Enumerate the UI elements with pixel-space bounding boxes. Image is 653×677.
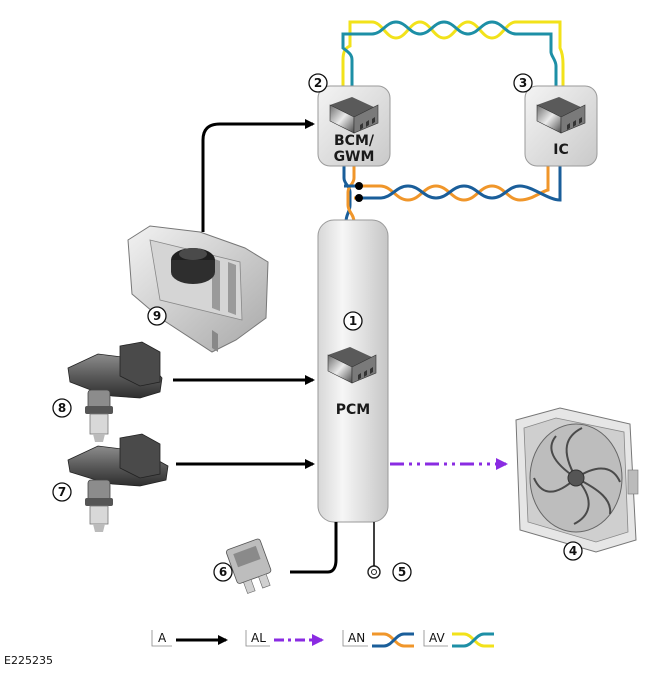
callout-6: 6: [213, 562, 233, 582]
svg-text:8: 8: [58, 401, 66, 415]
legend-item-av: AV: [423, 630, 494, 648]
svg-text:5: 5: [398, 565, 406, 579]
bus-junction-dot: [355, 182, 363, 190]
bcm-chip-icon: [329, 97, 379, 134]
callout-8: 8: [52, 398, 72, 418]
can-hs-bus: [342, 160, 562, 225]
legend-item-al: AL: [245, 630, 324, 647]
pcm-module[interactable]: PCM: [317, 219, 389, 523]
bcm-label-line1: BCM/: [334, 133, 375, 149]
callout-4: 4: [563, 541, 583, 561]
sensor-8-part: [67, 341, 163, 442]
legend-item-a: A: [151, 630, 228, 647]
callout-5: 5: [392, 562, 412, 582]
bcm-label-line2: GWM: [334, 149, 375, 165]
fuse-part: [226, 538, 272, 594]
ic-module[interactable]: IC: [524, 85, 598, 167]
pcm-chip-icon: [327, 347, 377, 384]
ic-chip-icon: [536, 97, 586, 134]
can-ms-bus-top: [341, 20, 565, 98]
figure-id: E225235: [4, 654, 53, 667]
callout-9: 9: [147, 306, 167, 326]
svg-text:4: 4: [569, 544, 577, 558]
callout-2: 2: [308, 73, 328, 93]
svg-text:9: 9: [153, 309, 161, 323]
svg-text:6: 6: [219, 565, 227, 579]
legend-key-al: AL: [251, 631, 266, 645]
svg-text:7: 7: [58, 485, 66, 499]
wire-fuse-to-pcm: [290, 522, 338, 574]
legend: A AL AN AV: [151, 630, 494, 648]
wire-reservoir-to-bcm: [201, 119, 315, 232]
svg-text:1: 1: [349, 314, 357, 328]
ic-label: IC: [553, 142, 568, 158]
bcm-gwm-module[interactable]: BCM/ GWM: [317, 85, 391, 167]
callout-7: 7: [52, 482, 72, 502]
callout-1: 1: [343, 311, 363, 331]
sensor-7-part: [67, 433, 169, 532]
callout-3: 3: [513, 73, 533, 93]
legend-key-an: AN: [348, 631, 365, 645]
bus-junction-dot: [355, 194, 363, 202]
cooling-fan-part: [515, 407, 639, 553]
legend-key-a: A: [158, 631, 167, 645]
ground-eyelet-part: [367, 565, 381, 579]
svg-text:3: 3: [519, 76, 527, 90]
legend-item-an: AN: [342, 630, 414, 648]
legend-key-av: AV: [429, 631, 445, 645]
pcm-label: PCM: [336, 402, 370, 418]
svg-text:2: 2: [314, 76, 322, 90]
coolant-reservoir-part: [127, 225, 269, 353]
